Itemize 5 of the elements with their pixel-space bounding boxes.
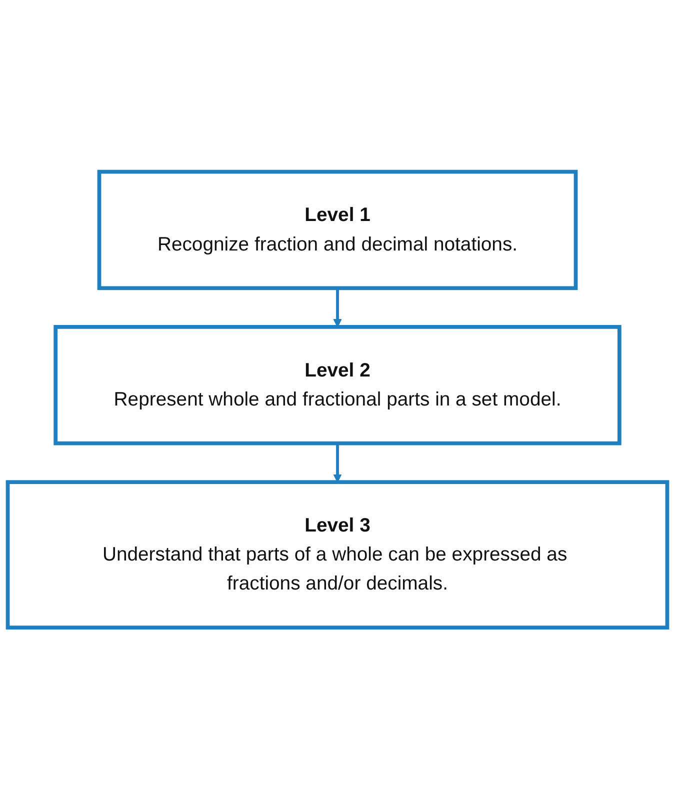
arrow	[333, 443, 342, 482]
node-box: Level 2 Represent whole and fractional parts in a set model.	[54, 324, 622, 446]
arrow	[333, 288, 342, 328]
node-box: Level 1 Recognize fraction and decimal notations.	[97, 170, 578, 290]
node-box: Level 3 Understand that parts of a whole can be expressed as fractions and/or decimals.	[6, 480, 670, 630]
